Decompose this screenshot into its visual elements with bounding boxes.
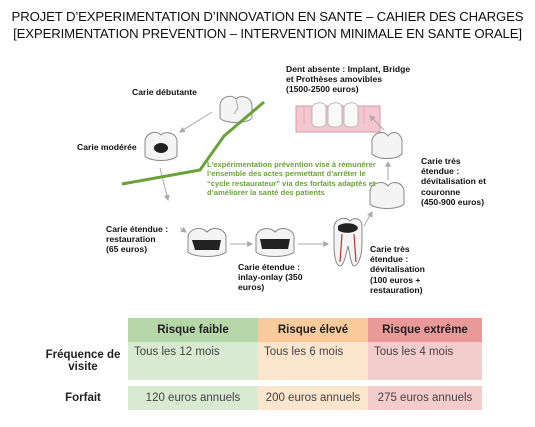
risk-table-corner	[38, 318, 128, 342]
table-row: Fréquence de visite Tous les 12 mois Tou…	[38, 342, 482, 380]
row-label-frequence: Fréquence de visite	[38, 342, 128, 380]
label-carie-etendue-restauration: Carie étendue : restauration (65 euros)	[106, 224, 169, 255]
header-risque-extreme: Risque extrême	[368, 318, 482, 342]
header-risque-eleve: Risque élevé	[258, 318, 368, 342]
header-line-2: [EXPERIMENTATION PREVENTION – INTERVENTI…	[13, 26, 522, 41]
row-label-forfait: Forfait	[38, 386, 128, 410]
label-carie-tres-etendue-couronne: Carie très étendue : dévitalisation et c…	[421, 156, 486, 207]
cycle-arrows	[159, 111, 391, 247]
label-carie-etendue-inlay: Carie étendue : inlay-onlay (350 euros)	[238, 262, 303, 293]
tooth-inlay-onlay-icon	[255, 228, 295, 257]
tooth-moderee-icon	[144, 131, 178, 161]
table-row: Forfait 120 euros annuels 200 euros annu…	[38, 386, 482, 410]
header-risque-faible: Risque faible	[128, 318, 258, 342]
prevention-barrier-line	[121, 100, 265, 186]
label-carie-debutante: Carie débutante	[132, 87, 197, 97]
risk-table: Risque faible Risque élevé Risque extrêm…	[38, 318, 482, 410]
cell-forfait-extreme: 275 euros annuels	[368, 386, 482, 410]
cell-forfait-faible: 120 euros annuels	[128, 386, 258, 410]
risk-table-header-row: Risque faible Risque élevé Risque extrêm…	[38, 318, 482, 342]
tooth-debutante-icon	[219, 95, 253, 123]
document-header: PROJET D’EXPERIMENTATION D’INNOVATION EN…	[0, 8, 535, 42]
prevention-note: L’expérimentation prévention vise à rému…	[207, 160, 376, 197]
tooth-devitalisation-icon	[333, 217, 363, 267]
cell-forfait-eleve: 200 euros annuels	[258, 386, 368, 410]
tooth-etendue-restauration-icon	[187, 228, 227, 257]
tooth-couronne-icon	[369, 182, 405, 209]
header-line-1: PROJET D’EXPERIMENTATION D’INNOVATION EN…	[11, 9, 524, 24]
label-carie-moderee: Carie modérée	[77, 142, 137, 152]
tooth-dent-absente-icon	[295, 102, 381, 133]
label-carie-tres-etendue-devitalisation: Carie très étendue : dévitalisation (100…	[370, 244, 425, 295]
tooth-couronne-top-icon	[371, 132, 403, 159]
cell-frequence-faible: Tous les 12 mois	[128, 342, 258, 380]
cell-frequence-extreme: Tous les 4 mois	[368, 342, 482, 380]
cell-frequence-eleve: Tous les 6 mois	[258, 342, 368, 380]
label-dent-absente: Dent absente : Implant, Bridge et Prothè…	[286, 64, 411, 95]
caries-cycle-diagram	[121, 95, 405, 267]
